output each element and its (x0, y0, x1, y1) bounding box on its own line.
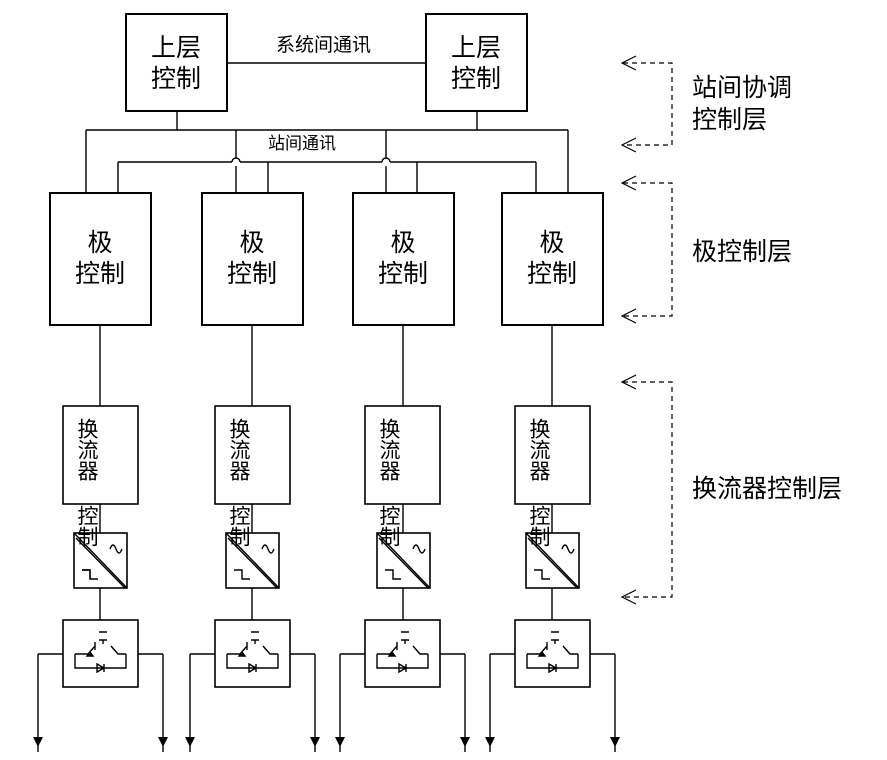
station-comm-label: 站间通讯 (268, 134, 336, 154)
converter-control-text: 换流器 (75, 418, 99, 481)
converter-control-label-4: 换流器 控制 (526, 418, 552, 547)
converter-control-text: 控制 (75, 505, 99, 547)
igbt-module-icon-4 (489, 619, 616, 752)
converter-control-text: 换流器 (377, 418, 401, 481)
arrow-down-icon (185, 737, 195, 747)
pole-control-text: 极 (539, 228, 565, 257)
station-comm-bus (117, 157, 537, 193)
layer-label-text: 控制层 (692, 105, 768, 134)
dc-ac-converter-icon-1 (73, 532, 128, 589)
arrow-down-icon (610, 737, 620, 747)
igbt-module-icon-2 (189, 619, 316, 752)
upper-control-text: 控制 (450, 64, 501, 93)
converter-control-text: 控制 (377, 505, 401, 547)
upper-control-text: 控制 (150, 64, 201, 93)
bracket-pole-control (623, 182, 673, 317)
igbt-module-icon-1 (37, 619, 164, 752)
upper-control-text: 上层 (450, 33, 501, 62)
arrow-down-icon (310, 737, 320, 747)
arrow-down-icon (158, 737, 168, 747)
arrow-down-icon (460, 737, 470, 747)
upper-control-label-2: 上层 控制 (426, 32, 526, 94)
pole-control-label-1: 极 控制 (50, 227, 150, 289)
layer-label-converter-control: 换流器控制层 (692, 474, 843, 503)
converter-control-label-2: 换流器 控制 (226, 418, 252, 547)
converter-control-text: 控制 (527, 505, 551, 547)
converter-control-text: 控制 (227, 505, 251, 547)
layer-label-pole-control: 极控制层 (692, 237, 793, 266)
converter-control-text: 换流器 (227, 418, 251, 481)
output-arrows (33, 737, 620, 747)
pole-control-text: 极 (87, 228, 113, 257)
pole-control-label-2: 极 控制 (202, 227, 302, 289)
converter-control-text: 换流器 (527, 418, 551, 481)
layer-label-station-coordination: 站间协调 控制层 (692, 72, 792, 136)
converter-control-label-1: 换流器 控制 (74, 418, 100, 547)
pole-control-label-3: 极 控制 (353, 227, 453, 289)
upper-bus (85, 129, 569, 193)
arrow-down-icon (485, 737, 495, 747)
bracket-station-coordination (623, 62, 673, 146)
converter-control-label-3: 换流器 控制 (376, 418, 402, 547)
pole-control-text: 控制 (226, 259, 277, 288)
dc-ac-converter-icon-2 (225, 532, 280, 589)
pole-control-text: 控制 (526, 259, 577, 288)
system-comm-label: 系统间通讯 (276, 34, 372, 56)
upper-control-label-1: 上层 控制 (126, 32, 226, 94)
bracket-converter-control (623, 381, 673, 598)
pole-control-text: 极 (390, 228, 416, 257)
pole-control-label-4: 极 控制 (502, 227, 602, 289)
layer-label-text: 站间协调 (692, 73, 793, 102)
arrow-down-icon (335, 737, 345, 747)
pole-control-text: 极 (239, 228, 265, 257)
upper-control-text: 上层 (150, 33, 201, 62)
igbt-module-icon-3 (339, 619, 466, 752)
arrow-down-icon (33, 737, 43, 747)
pole-control-text: 控制 (377, 259, 428, 288)
pole-control-text: 控制 (74, 259, 125, 288)
